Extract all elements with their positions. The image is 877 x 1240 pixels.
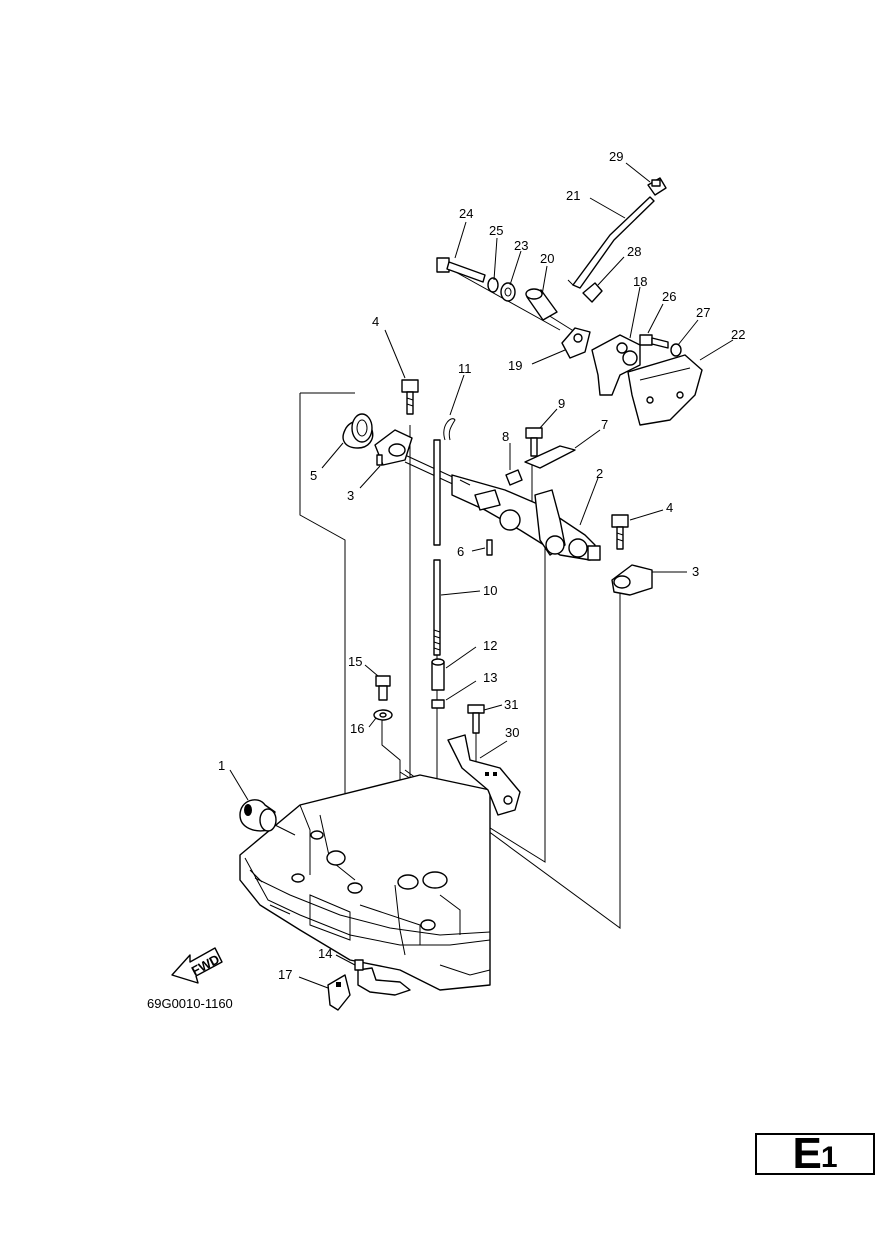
part-4-bolt-left (401, 379, 419, 415)
figure-code: 69G0010-1160 (147, 996, 233, 1011)
callout-3-left: 3 (347, 488, 354, 503)
leader-lines (229, 162, 734, 989)
callout-26: 26 (662, 289, 676, 304)
page-badge-number: 1 (820, 1141, 838, 1174)
callout-21: 21 (566, 188, 580, 203)
callout-10: 10 (483, 583, 497, 598)
callout-5: 5 (310, 468, 317, 483)
fwd-arrow-icon: FWD (171, 947, 223, 984)
callout-13: 13 (483, 670, 497, 685)
part-20-collar (525, 288, 558, 321)
part-15-bolt (375, 675, 391, 701)
part-19-link (561, 327, 591, 359)
callout-6: 6 (457, 544, 464, 559)
callout-3-right: 3 (692, 564, 699, 579)
callout-29: 29 (609, 149, 623, 164)
page-badge-letter: E (792, 1129, 821, 1178)
part-3-bracket-right (611, 564, 653, 596)
callout-4-right: 4 (666, 500, 673, 515)
part-4-bolt-right (611, 514, 629, 550)
callout-12: 12 (483, 638, 497, 653)
part-11-clip (443, 418, 456, 441)
callout-15: 15 (348, 654, 362, 669)
callout-labels: 1 2 3 3 4 4 5 6 7 8 9 10 11 12 13 14 15 … (218, 149, 745, 982)
part-13-nut (431, 699, 445, 709)
callout-17: 17 (278, 967, 292, 982)
part-25-washer (487, 277, 499, 293)
part-5-collar (342, 413, 374, 449)
part-29-joint (647, 177, 667, 196)
part-31-bolt (467, 704, 485, 734)
part-1-grommet (239, 799, 296, 836)
part-7-plate (524, 445, 576, 469)
callout-16: 16 (350, 721, 364, 736)
callout-20: 20 (540, 251, 554, 266)
callout-31: 31 (504, 697, 518, 712)
callout-4-left: 4 (372, 314, 379, 329)
part-28-clip (582, 282, 603, 303)
part-17-clamp (327, 974, 351, 1011)
callout-11: 11 (458, 361, 472, 376)
part-22-bracket (627, 354, 703, 426)
callout-1: 1 (218, 758, 225, 773)
part-2-shift-shaft (451, 474, 601, 561)
callout-9: 9 (558, 396, 565, 411)
part-24-bolt (436, 257, 486, 283)
page-badge: E 1 (755, 1129, 875, 1178)
callout-22: 22 (731, 327, 745, 342)
part-14-clip (354, 959, 411, 996)
part-10-rod (433, 439, 441, 656)
callout-28: 28 (627, 244, 641, 259)
bottom-cowling (239, 774, 491, 991)
part-9-bolt (525, 427, 543, 457)
part-21-rod (567, 196, 655, 289)
part-16-washer (373, 709, 393, 721)
callout-25: 25 (489, 223, 503, 238)
fwd-label: FWD (189, 951, 222, 978)
callout-24: 24 (459, 206, 473, 221)
callout-19: 19 (508, 358, 522, 373)
part-3-bracket-left (374, 429, 413, 466)
callout-7: 7 (601, 417, 608, 432)
callout-23: 23 (514, 238, 528, 253)
part-8-plate (505, 469, 523, 486)
part-12-collar (431, 658, 445, 691)
part-18-lever (591, 334, 641, 396)
callout-8: 8 (502, 429, 509, 444)
callout-18: 18 (633, 274, 647, 289)
callout-30: 30 (505, 725, 519, 740)
part-27-washer (670, 343, 682, 357)
callout-14: 14 (318, 946, 332, 961)
callout-27: 27 (696, 305, 710, 320)
part-30-bracket (447, 734, 521, 816)
part-26-bolt (639, 334, 669, 349)
part-6-pin (486, 539, 493, 556)
callout-2: 2 (596, 466, 603, 481)
part-23-washer (500, 282, 516, 302)
